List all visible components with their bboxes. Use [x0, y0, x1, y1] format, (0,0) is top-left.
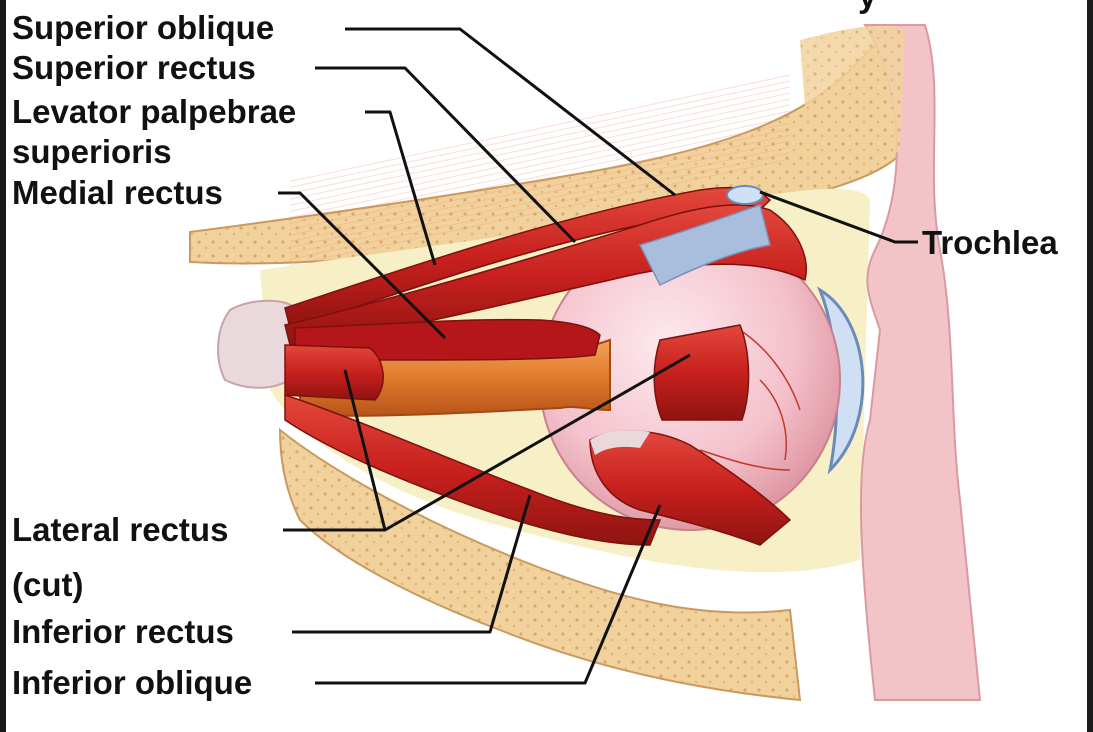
- annulus-tendon: [218, 301, 295, 388]
- label-inferior-rectus: Inferior rectus: [12, 614, 234, 650]
- trochlea-structure: [727, 186, 763, 204]
- label-levator-line2: superioris: [12, 134, 172, 170]
- label-cut: (cut): [12, 567, 83, 603]
- upper-lid-bone: [800, 26, 905, 177]
- label-superior-rectus: Superior rectus: [12, 50, 256, 86]
- label-medial-rectus: Medial rectus: [12, 175, 223, 211]
- label-superior-oblique: Superior oblique: [12, 10, 274, 46]
- label-trochlea: Trochlea: [922, 225, 1058, 261]
- label-lateral-rectus: Lateral rectus: [12, 512, 228, 548]
- title-fragment: y: [858, 0, 877, 14]
- label-inferior-oblique: Inferior oblique: [12, 665, 252, 701]
- lateral-rectus-stub: [285, 345, 383, 400]
- lateral-rectus-insertion: [654, 325, 748, 420]
- label-levator-line1: Levator palpebrae: [12, 94, 296, 130]
